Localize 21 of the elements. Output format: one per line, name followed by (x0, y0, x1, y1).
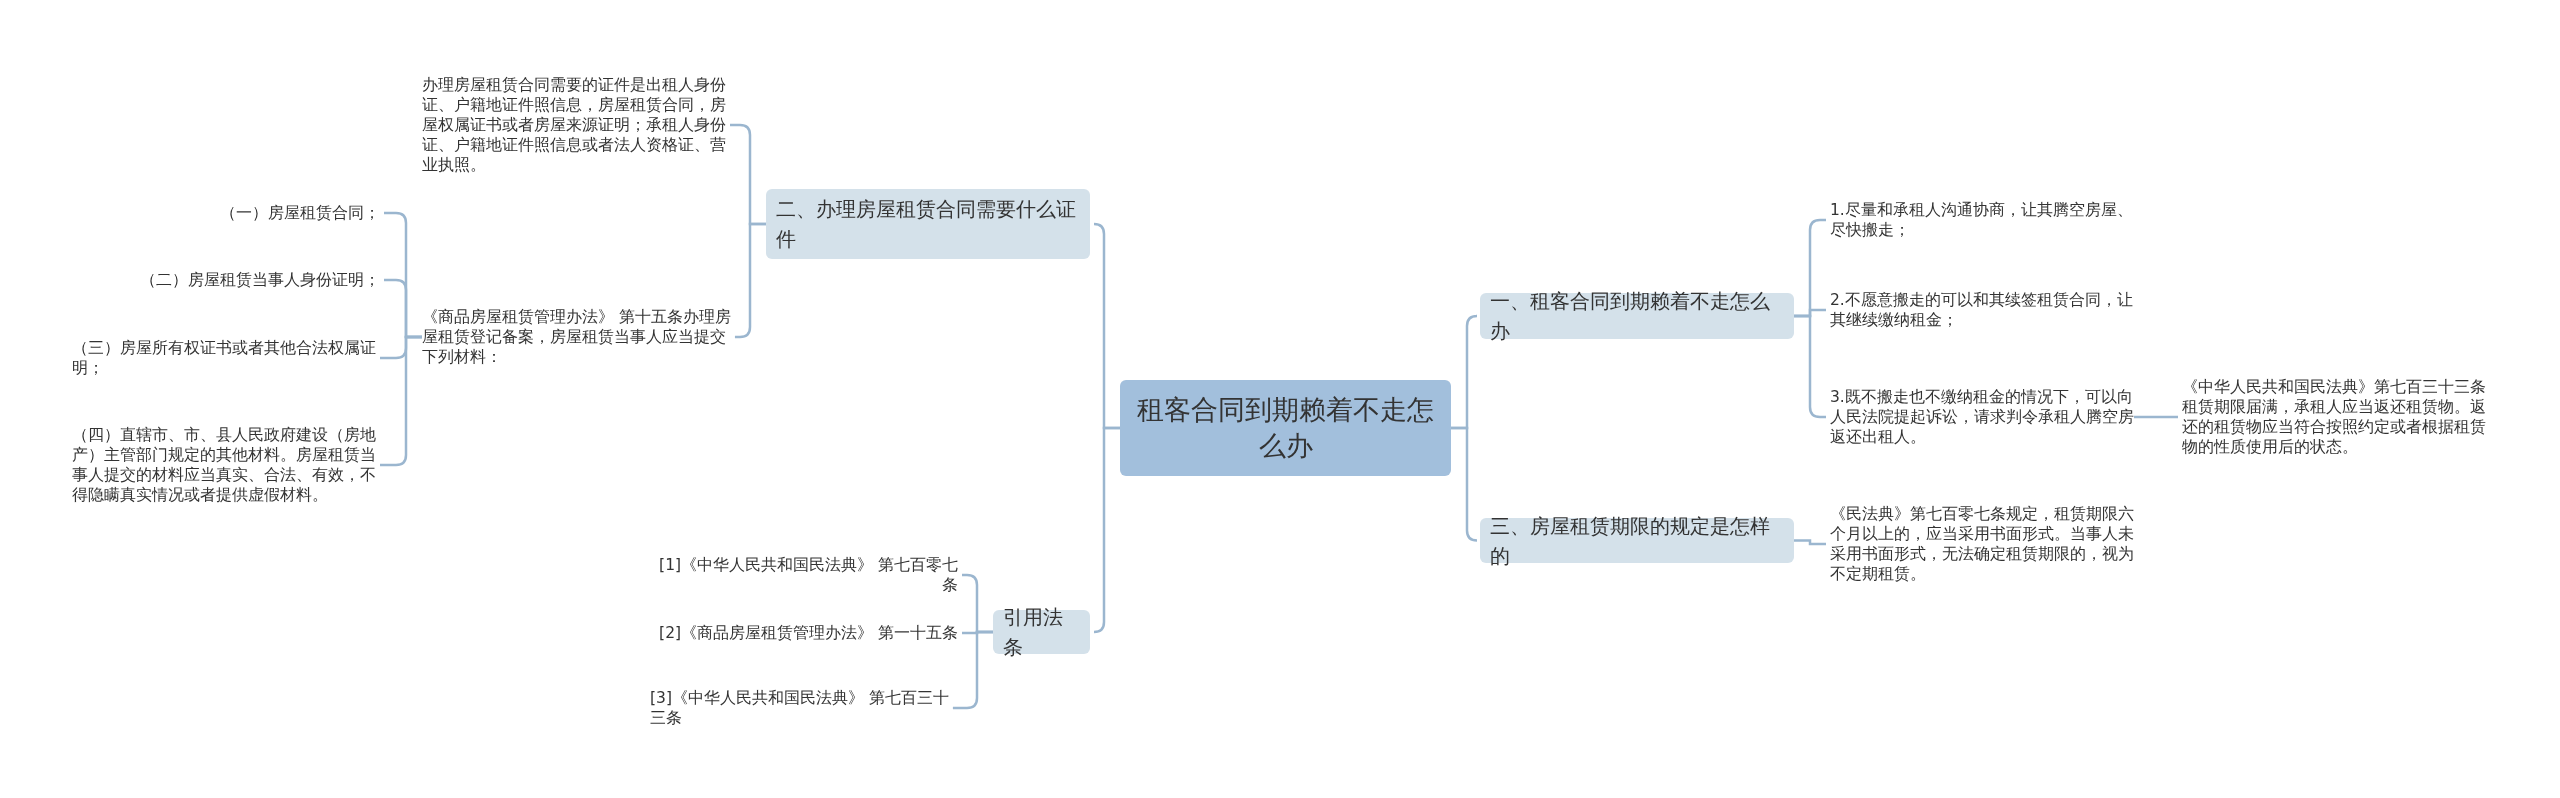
connector-line (1451, 426, 1479, 542)
note-text: [1]《中华人民共和国民法典》 第七百零七条 (650, 555, 958, 595)
note-text: （一）房屋租赁合同； (72, 203, 380, 223)
note-text: 《中华人民共和国民法典》第七百三十三条租赁期限届满，承租人应当返还租赁物。返还的租赁物应当符合按照约定或者根据租赁物的性质使用后的状态。 (2182, 377, 2494, 457)
note-text: （三）房屋所有权证书或者其他合法权属证明； (72, 338, 380, 378)
topic-box: 二、办理房屋租赁合同需要什么证件 (766, 189, 1090, 259)
note-text: 《民法典》第七百零七条规定，租赁期限六个月以上的，应当采用书面形式。当事人未采用书面形式，无法确定租赁期限的，视为不定期租赁。 (1830, 504, 2142, 584)
note-text: 2.不愿意搬走的可以和其续签租赁合同，让其继续缴纳租金； (1830, 290, 2142, 330)
central-topic-box: 租客合同到期赖着不走怎么办 (1120, 380, 1451, 476)
note-text: [2]《商品房屋租赁管理办法》 第一十五条 (650, 623, 958, 643)
note-text: 3.既不搬走也不缴纳租金的情况下，可以向人民法院提起诉讼，请求判令承租人腾空房返还出租人。 (1830, 387, 2142, 447)
connector-line (1092, 426, 1120, 634)
topic-box: 一、租客合同到期赖着不走怎么办 (1480, 293, 1794, 339)
connector-line (1794, 539, 1826, 546)
note-text: （四）直辖市、市、县人民政府建设（房地产）主管部门规定的其他材料。房屋租赁当事人提交的材料应当真实、合法、有效，不得隐瞒真实情况或者提供虚假材料。 (72, 425, 380, 505)
note-text: [3]《中华人民共和国民法典》 第七百三十三条 (650, 688, 958, 728)
note-text: 1.尽量和承租人沟通协商，让其腾空房屋、尽快搬走； (1830, 200, 2142, 240)
note-text: （二）房屋租赁当事人身份证明； (72, 270, 380, 290)
connector-line (2134, 415, 2178, 419)
note-text: 办理房屋租赁合同需要的证件是出租人身份证、户籍地证件照信息，房屋租赁合同，房屋权属证书或者房屋来源证明；承租人身份证、户籍地证件照信息或者法人资格证、营业执照。 (422, 75, 734, 175)
note-text: 《商品房屋租赁管理办法》 第十五条办理房屋租赁登记备案，房屋租赁当事人应当提交下列材料： (422, 307, 734, 367)
